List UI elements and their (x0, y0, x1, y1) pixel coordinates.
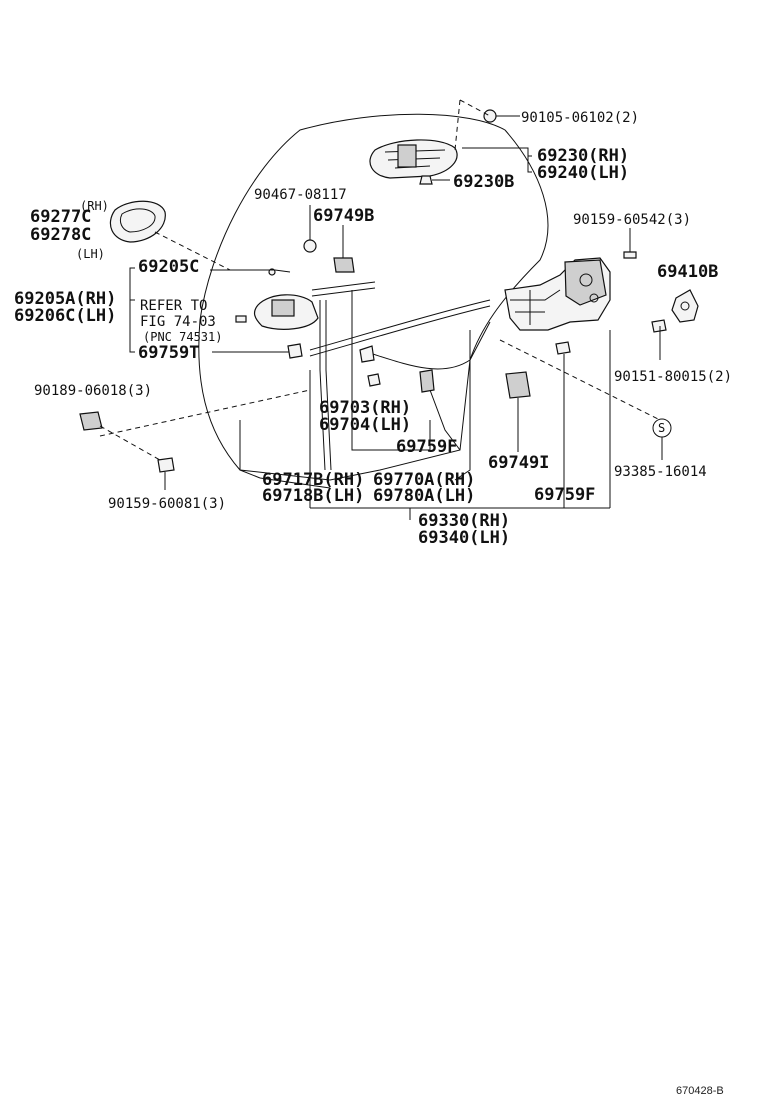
label-69704: 69704(LH) (319, 415, 411, 435)
door-inner-edge (239, 420, 261, 479)
label-69340: 69340(LH) (418, 528, 510, 548)
label-69205c: 69205C (138, 257, 199, 277)
label-69759f-b: 69759F (534, 485, 595, 505)
door-lower-edge (429, 389, 461, 451)
label-90151: 90151-80015(2) (614, 369, 732, 385)
label-69230b: 69230B (453, 172, 514, 192)
bracket-69330 (309, 330, 611, 520)
label-90467: 90467-08117 (254, 187, 347, 203)
leader-90189 (99, 389, 311, 461)
clip-69230b (419, 175, 450, 185)
label-90159-60081: 90159-60081(3) (108, 496, 226, 512)
label-69230rh: 69230(RH) (537, 146, 629, 166)
label-69749b: 69749B (313, 206, 374, 226)
door-lock-assembly-part (504, 257, 611, 331)
label-69770a: 69770A(RH) (373, 470, 475, 490)
clip-90189 (79, 411, 103, 431)
label-69278c: 69278C (30, 225, 91, 245)
clip-69759f-right (555, 341, 571, 488)
label-90189: 90189-06018(3) (34, 383, 152, 399)
label-69717b: 69717B(RH) (262, 470, 364, 490)
label-refer-2: FIG 74-03 (140, 314, 216, 330)
inside-handle-bezel-part (109, 200, 166, 243)
label-69759f-a: 69759F (396, 437, 457, 457)
rod-69703 (311, 281, 376, 297)
label-69703: 69703(RH) (319, 398, 411, 418)
label-69410b: 69410B (657, 262, 718, 282)
screw-90151 (651, 319, 667, 360)
label-93385: 93385-16014 (614, 464, 707, 480)
rod-69770a (309, 299, 491, 357)
label-rh-top: (RH) (80, 199, 109, 213)
label-69240lh: 69240(LH) (537, 163, 629, 183)
clip-69759f-upper (419, 369, 435, 393)
outside-handle-part (369, 139, 458, 179)
figure-code: 670428-B (676, 1085, 724, 1097)
label-69718b: 69718B(LH) (262, 486, 364, 506)
bracket-69703 (351, 290, 431, 451)
label-69206c: 69206C(LH) (14, 306, 116, 326)
refer-small-box (235, 315, 247, 323)
inside-handle-part (253, 268, 319, 330)
leader-s-symbol (499, 339, 661, 421)
bolt-90105 (483, 109, 520, 123)
label-69277c: 69277C (30, 207, 91, 227)
bracket-69205 (129, 267, 135, 353)
label-69330: 69330(RH) (418, 511, 510, 531)
label-refer-3: (PNC 74531) (143, 330, 222, 344)
label-refer-1: REFER TO (140, 298, 207, 314)
leader-69230 (462, 147, 532, 173)
clip-69759t (287, 343, 303, 359)
clip-rod-junction (359, 345, 381, 387)
label-69780a: 69780A(LH) (373, 486, 475, 506)
leader-90105 (454, 99, 491, 151)
label-90105: 90105-06102(2) (521, 110, 639, 126)
label-s-symbol: S (658, 421, 665, 435)
label-69759t: 69759T (138, 343, 199, 363)
bracket-69770a (454, 330, 471, 481)
door-panel-outline (198, 113, 549, 481)
striker-69410b (671, 289, 699, 323)
label-69205a: 69205A(RH) (14, 289, 116, 309)
clip-69749i (505, 371, 531, 452)
clip-69749b (333, 225, 355, 273)
label-lh-top: (LH) (76, 247, 105, 261)
screw-90467 (303, 205, 317, 253)
leader-69759t (212, 349, 301, 353)
rod-69717b (319, 300, 332, 471)
leader-69205c (210, 269, 291, 273)
rod-lower (359, 321, 491, 370)
screw-90159-60542 (623, 228, 637, 259)
bracket-69717b (259, 477, 331, 489)
label-69749i: 69749I (488, 453, 549, 473)
label-90159-60542: 90159-60542(3) (573, 212, 691, 228)
screw-90159-60081 (157, 457, 175, 490)
